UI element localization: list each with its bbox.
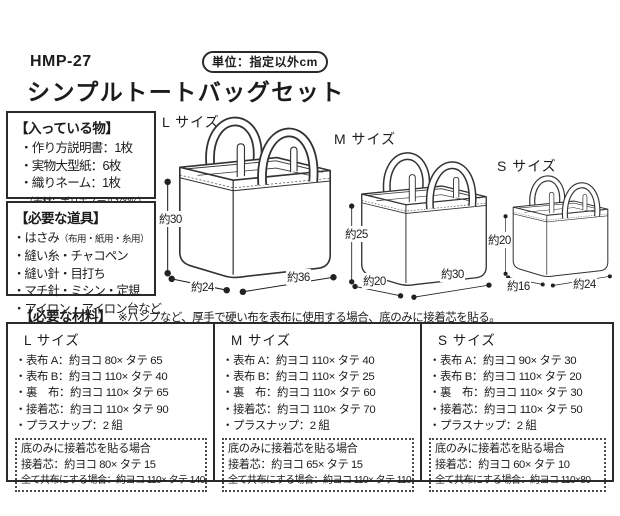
- materials-item: ・接着芯：約ヨコ 110× タテ 70: [222, 403, 376, 416]
- tote-bag-illustration-s: [502, 162, 619, 291]
- contents-heading: 【入っている物】: [15, 121, 119, 136]
- tools-heading: 【必要な道具】: [15, 211, 107, 226]
- interfacing-option-box: 底のみに接着芯を貼る場合 接着芯：約ヨコ 60× タテ 10 全て共布にする場合…: [429, 437, 606, 493]
- dashed-line: 全て共布にする場合：約ヨコ 110× タテ 140: [21, 474, 205, 486]
- tote-bag-illustration-l: [162, 96, 348, 300]
- materials-item: ・表布 A：約ヨコ 90× タテ 30: [429, 355, 577, 367]
- materials-item: ・接着芯：約ヨコ 110× タテ 50: [429, 403, 583, 416]
- page-title: シンプルトートバッグセット: [27, 79, 345, 105]
- materials-item: ・表布 A：約ヨコ 110× タテ 40: [222, 355, 375, 367]
- materials-item: ・表布 B：約ヨコ 110× タテ 40: [15, 371, 168, 384]
- size-label-l: L サイズ: [162, 114, 220, 130]
- dim-width-m: 約30: [440, 266, 465, 282]
- tools-item-sub: （布用・紙用・糸用）: [59, 234, 150, 245]
- tools-item-main: ・はさみ: [13, 231, 60, 245]
- dim-width-s: 約24: [572, 276, 597, 292]
- materials-item: ・接着芯：約ヨコ 110× タテ 90: [15, 403, 169, 416]
- contents-item: ・実物大型紙：6枚: [20, 158, 121, 173]
- materials-item: ・プラスナップ：2 組: [222, 419, 330, 432]
- tools-item: ・縫い糸・チャコペン: [13, 248, 129, 263]
- contents-box: 【入っている物】 ・作り方説明書：1枚 ・実物大型紙：6枚 ・織りネーム：1枚 …: [6, 111, 156, 208]
- dim-height-m: 約25: [344, 226, 369, 242]
- materials-item: ・表布 A：約ヨコ 80× タテ 65: [15, 355, 163, 367]
- dashed-line: 全て共布にする場合：約ヨコ 110×80: [435, 474, 591, 486]
- dashed-line: 底のみに接着芯を貼る場合: [21, 442, 151, 455]
- materials-item: ・裏 布：約ヨコ 110× タテ 65: [15, 387, 169, 400]
- materials-header: 【必要な材料】 ※ハンプなど、厚手で硬い布を表布に使用する場合、底のみに接着芯を…: [20, 305, 501, 325]
- materials-note: ※ハンプなど、厚手で硬い布を表布に使用する場合、底のみに接着芯を貼る。: [118, 312, 501, 324]
- contents-item: ・織りネーム：1枚: [20, 176, 121, 191]
- materials-table: L サイズ ・表布 A：約ヨコ 80× タテ 65 ・表布 B：約ヨコ 110×…: [6, 322, 614, 493]
- dashed-line: 底のみに接着芯を貼る場合: [228, 442, 358, 455]
- materials-item: ・裏 布：約ヨコ 110× タテ 30: [429, 387, 583, 400]
- materials-item: ・表布 B：約ヨコ 110× タテ 20: [429, 371, 582, 384]
- contents-list: ・作り方説明書：1枚 ・実物大型紙：6枚 ・織りネーム：1枚: [20, 140, 150, 193]
- interfacing-option-box: 底のみに接着芯を貼る場合 接着芯：約ヨコ 80× タテ 15 全て共布にする場合…: [15, 437, 207, 493]
- unit-note-badge: 単位：指定以外cm: [202, 51, 328, 73]
- materials-size-label: S サイズ: [438, 333, 496, 348]
- dashed-line: 接着芯：約ヨコ 60× タテ 10: [435, 458, 570, 471]
- materials-heading: 【必要な材料】: [20, 309, 112, 324]
- dim-depth-l: 約24: [190, 279, 215, 295]
- materials-item: ・プラスナップ：2 組: [15, 419, 123, 432]
- dim-depth-m: 約20: [362, 273, 387, 289]
- tools-item: ・マチ針・ミシン・定規: [13, 284, 140, 299]
- materials-column-m: M サイズ ・表布 A：約ヨコ 110× タテ 40 ・表布 B：約ヨコ 110…: [213, 324, 420, 493]
- materials-column-s: S サイズ ・表布 A：約ヨコ 90× タテ 30 ・表布 B：約ヨコ 110×…: [420, 324, 612, 493]
- dashed-line: 底のみに接着芯を貼る場合: [435, 442, 565, 455]
- dim-width-l: 約36: [286, 269, 311, 285]
- materials-item: ・プラスナップ：2 組: [429, 419, 537, 432]
- materials-item: ・表布 B：約ヨコ 110× タテ 25: [222, 371, 375, 384]
- materials-size-label: L サイズ: [24, 333, 80, 348]
- tools-item: ・縫い針・目打ち: [13, 266, 106, 281]
- materials-size-label: M サイズ: [231, 333, 292, 348]
- tools-list: ・はさみ（布用・紙用・糸用） ・縫い糸・チャコペン ・縫い針・目打ち ・マチ針・…: [13, 230, 162, 319]
- dashed-line: 全て共布にする場合：約ヨコ 110× タテ 110: [228, 474, 412, 486]
- size-label-s: S サイズ: [497, 158, 557, 174]
- dashed-line: 接着芯：約ヨコ 80× タテ 15: [21, 458, 156, 471]
- product-code: HMP-27: [30, 53, 92, 70]
- size-label-m: M サイズ: [334, 131, 397, 147]
- tools-box: 【必要な道具】 ・はさみ（布用・紙用・糸用） ・縫い糸・チャコペン ・縫い針・目…: [6, 201, 162, 316]
- materials-item: ・裏 布：約ヨコ 110× タテ 60: [222, 387, 376, 400]
- contents-item: ・作り方説明書：1枚: [20, 141, 133, 155]
- materials-column-l: L サイズ ・表布 A：約ヨコ 80× タテ 65 ・表布 B：約ヨコ 110×…: [8, 324, 213, 493]
- tools-item: ・はさみ（布用・紙用・糸用）: [13, 230, 150, 248]
- dim-height-s: 約20: [487, 232, 512, 248]
- dim-depth-s: 約16: [506, 278, 531, 294]
- dashed-line: 接着芯：約ヨコ 65× タテ 15: [228, 458, 363, 471]
- dim-height-l: 約30: [158, 211, 183, 227]
- interfacing-option-box: 底のみに接着芯を貼る場合 接着芯：約ヨコ 65× タテ 15 全て共布にする場合…: [222, 437, 414, 493]
- tools-item: ・アイロン・アイロン台など: [13, 302, 162, 317]
